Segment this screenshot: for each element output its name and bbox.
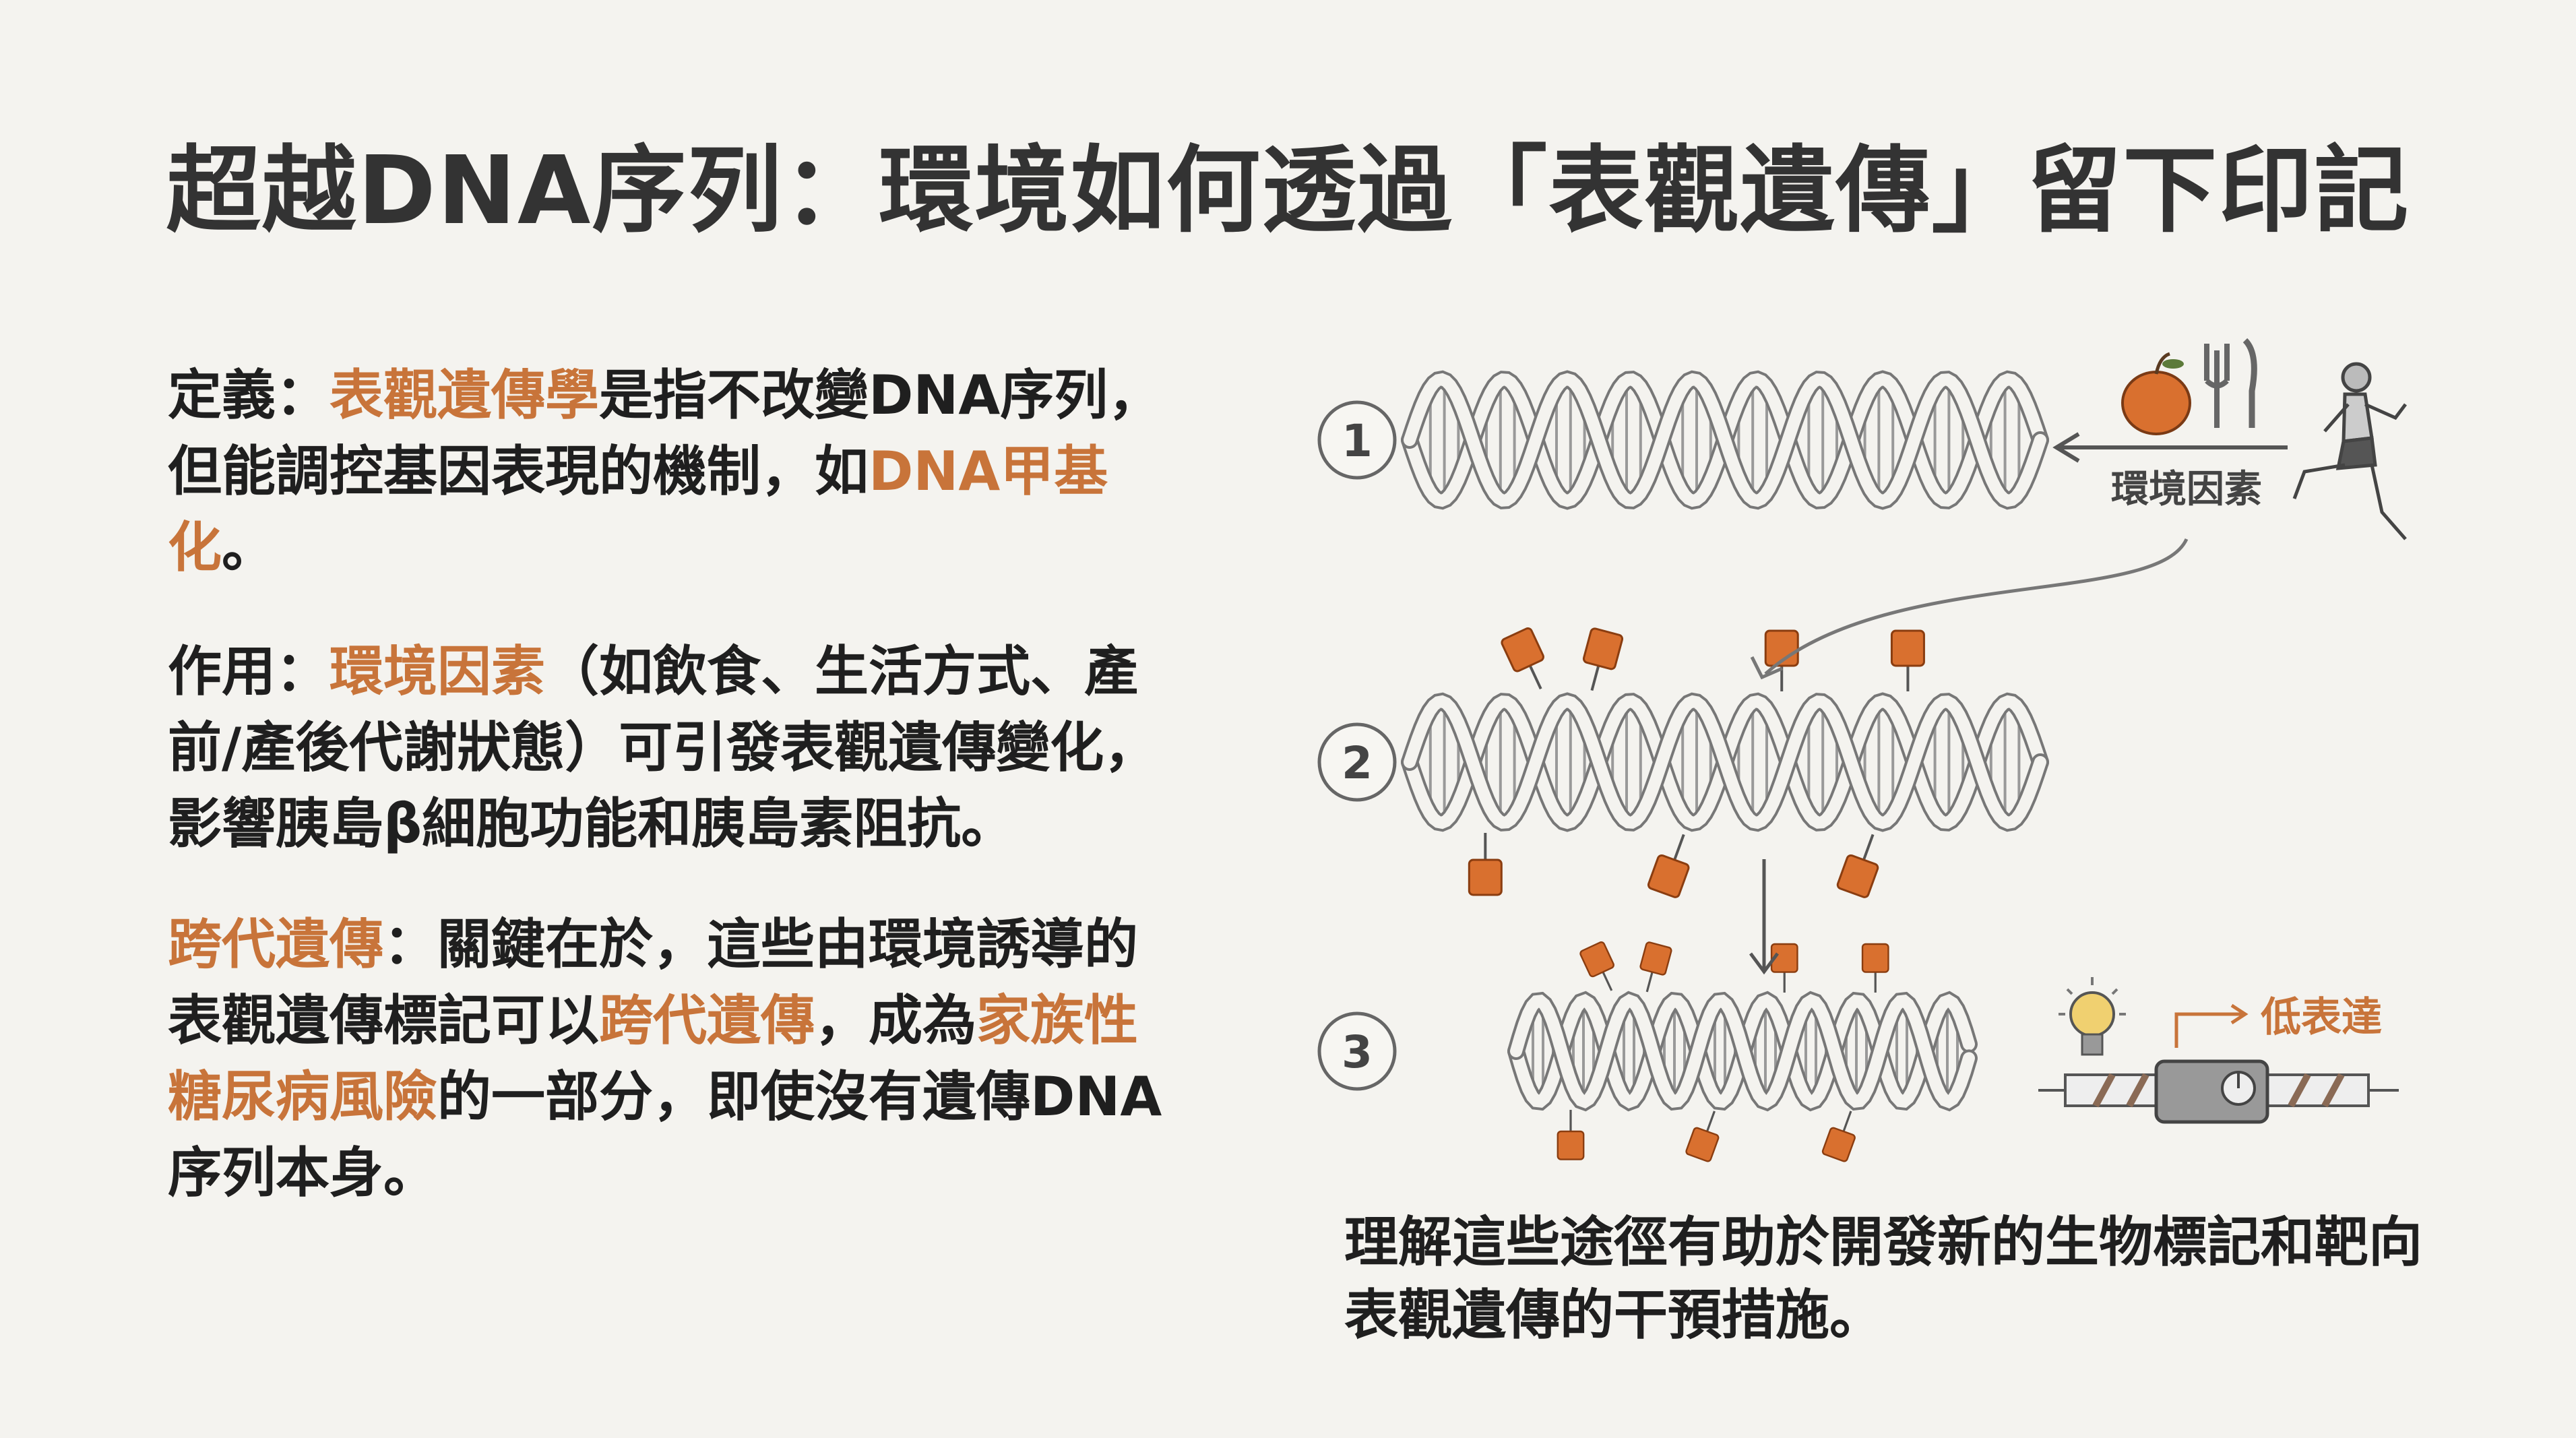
dna-helix xyxy=(1401,370,2049,510)
step-number: 1 xyxy=(1342,415,1373,467)
low-expression-arrow xyxy=(2174,1012,2244,1048)
paragraph-text: 定義： xyxy=(168,364,329,427)
step-1-badge: 1 xyxy=(1317,400,1397,480)
fork-icon xyxy=(2204,344,2230,428)
methyl-tag-icon xyxy=(1836,834,1879,898)
step-number: 2 xyxy=(1342,737,1373,789)
methyl-tag-icon xyxy=(1890,629,1925,691)
highlighted-term: DNA甲基化 xyxy=(168,440,1108,579)
highlighted-term: 跨代遺傳 xyxy=(168,913,383,976)
methyl-tag-icon xyxy=(1639,941,1672,993)
effect-paragraph: 作用：環境因素（如飲食、生活方式、產前/產後代謝狀態）可引發表觀遺傳變化，影響胰… xyxy=(168,633,1179,862)
paragraph-text: 的一部分，即使沒有遺傳DNA序列本身。 xyxy=(168,1065,1162,1204)
conclusion-text: 理解這些途徑有助於開發新的生物標記和靶向表觀遺傳的干預措施。 xyxy=(1344,1211,2422,1346)
dna-helix xyxy=(1507,941,1978,1162)
dna-helix xyxy=(1401,627,2049,898)
low-expression-label: 低表達 xyxy=(2261,994,2382,1041)
knife-icon xyxy=(2242,338,2257,428)
methyl-tag-icon xyxy=(1821,1111,1856,1162)
paragraph-text: 是指不改變DNA序列，但能調控基因表現的機制，如 xyxy=(168,364,1162,503)
methyl-tag-icon xyxy=(1468,833,1503,896)
methyl-tag-icon xyxy=(1579,941,1614,991)
methyl-tag-icon xyxy=(1647,834,1690,898)
step-number: 3 xyxy=(1342,1026,1373,1078)
methyl-tag-icon xyxy=(1861,943,1889,993)
methyl-tag-icon xyxy=(1770,943,1798,993)
inheritance-paragraph: 跨代遺傳：關鍵在於，這些由環境誘導的表觀遺傳標記可以跨代遺傳，成為家族性糖尿病風… xyxy=(168,906,1179,1211)
highlighted-term: 表觀遺傳學 xyxy=(329,364,599,427)
env-factor-label: 環境因素 xyxy=(2111,468,2262,511)
paragraph-text: 作用： xyxy=(168,640,329,703)
gene-switch-icon xyxy=(2038,1059,2399,1124)
methyl-tag-icon xyxy=(1685,1111,1720,1162)
apple-icon xyxy=(2121,352,2191,435)
methyl-tag-icon xyxy=(1582,627,1624,691)
paragraph-text: （如飲食、生活方式、產前/產後代謝狀態）可引發表觀遺傳變化，影響胰島β細胞功能和… xyxy=(168,640,1158,855)
methyl-tag-icon xyxy=(1501,627,1544,690)
lightbulb-icon xyxy=(2059,977,2126,1056)
highlighted-term: 跨代遺傳 xyxy=(599,989,815,1052)
curved-arrow xyxy=(1764,538,2189,675)
page-title: 超越DNA序列：環境如何透過「表觀遺傳」留下印記 xyxy=(166,136,2410,246)
down-arrow-icon xyxy=(1749,859,1780,975)
definition-paragraph: 定義：表觀遺傳學是指不改變DNA序列，但能調控基因表現的機制，如DNA甲基化。 xyxy=(168,357,1179,586)
left-arrow-icon xyxy=(2052,432,2288,463)
paragraph-text: ，成為 xyxy=(815,989,976,1052)
paragraph-text: 。 xyxy=(222,516,276,579)
runner-icon xyxy=(2292,362,2407,540)
step-3-badge: 3 xyxy=(1317,1011,1397,1091)
highlighted-term: 環境因素 xyxy=(329,640,545,703)
step-2-badge: 2 xyxy=(1317,722,1397,802)
highlighted-term: 家族性糖尿病風險 xyxy=(168,989,1138,1128)
methyl-tag-icon xyxy=(1557,1109,1585,1160)
paragraph-text: ：關鍵在於，這些由環境誘導的表觀遺傳標記可以 xyxy=(168,913,1138,1052)
